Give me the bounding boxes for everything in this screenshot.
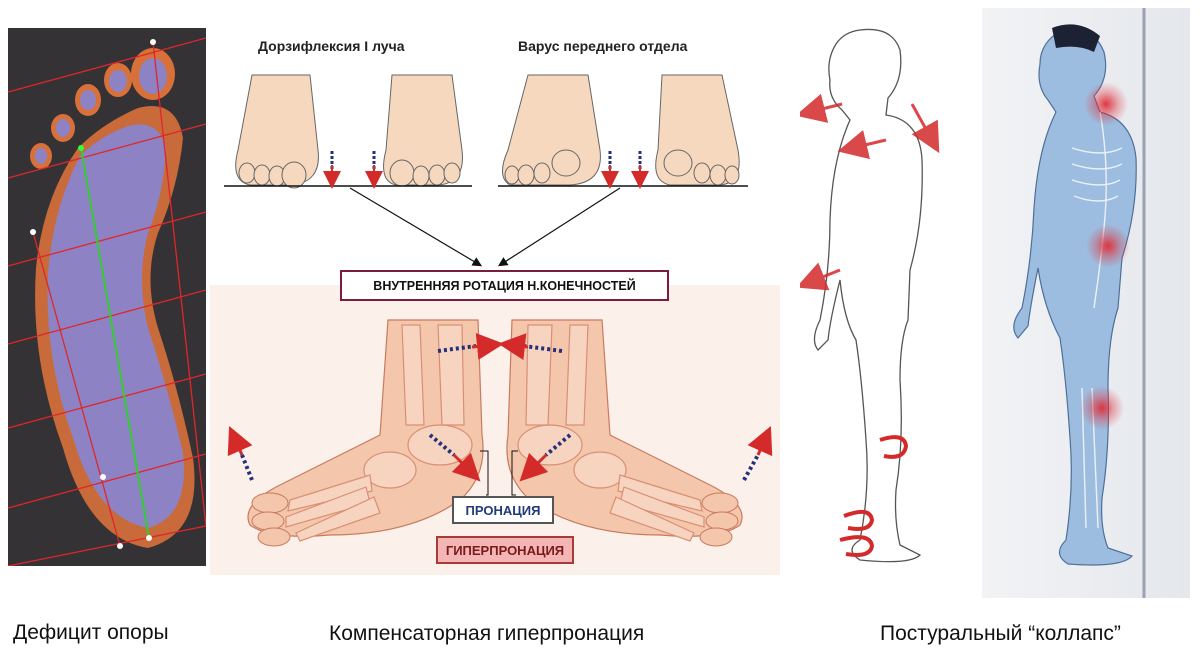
right-foot-skeleton (506, 319, 743, 547)
posture-outline-figure (800, 28, 940, 563)
hyperpronation-box: ГИПЕРПРОНАЦИЯ (436, 536, 574, 564)
plantar-scan-image (8, 28, 206, 566)
caption-postural-collapse: Постуральный “коллапс” (880, 622, 1121, 645)
caption-support-deficit: Дефицит опоры (13, 621, 169, 644)
header-varus: Варус переднего отдела (518, 38, 688, 54)
pronation-box: ПРОНАЦИЯ (452, 496, 554, 524)
left-foot-skeleton (247, 319, 484, 547)
posture-anatomy-figure (982, 8, 1190, 598)
header-dorsiflexion: Дорзифлексия I луча (258, 38, 405, 54)
internal-rotation-box: ВНУТРЕННЯЯ РОТАЦИЯ Н.КОНЕЧНОСТЕЙ (340, 270, 669, 301)
pain-spot-back (1086, 224, 1130, 268)
plantar-scan-panel (8, 28, 206, 566)
front-feet-dorsiflexion (224, 74, 472, 189)
pain-spot-knee (1080, 386, 1124, 430)
caption-compensatory-hyperpronation: Компенсаторная гиперпронация (329, 622, 645, 645)
compensation-diagram (210, 74, 780, 575)
pain-spot-neck (1084, 82, 1128, 126)
front-feet-varus (498, 74, 748, 189)
